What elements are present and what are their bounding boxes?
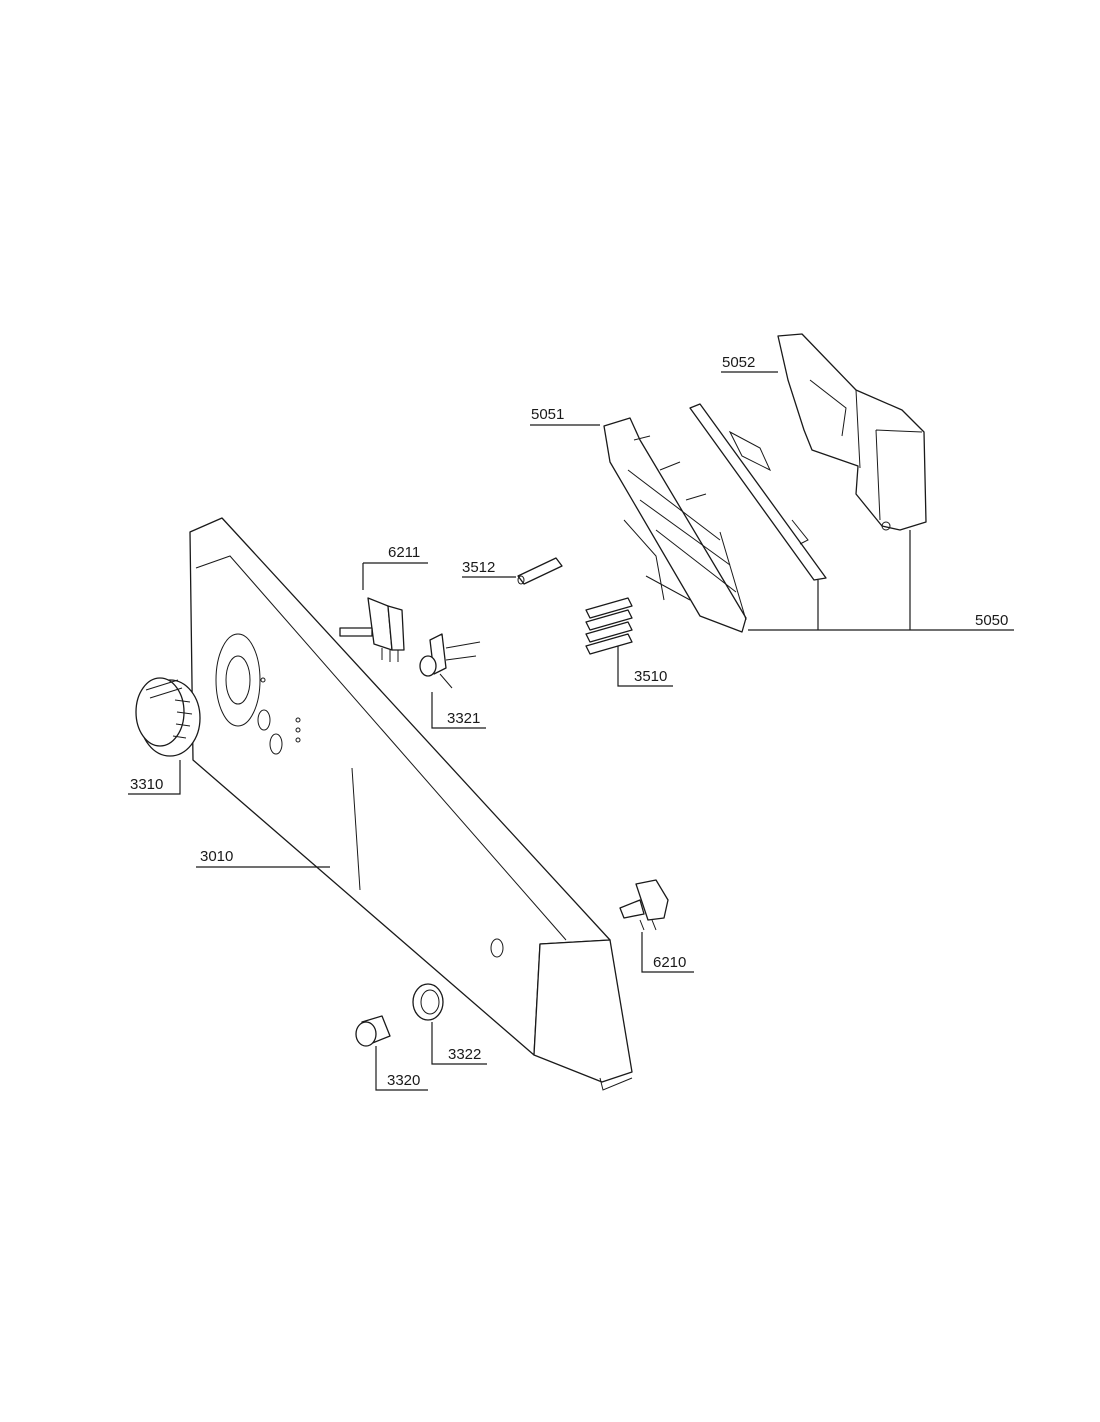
switch-6210: [619, 879, 669, 931]
light-pipe-3512: [517, 557, 563, 585]
callout-3320: 3320: [387, 1072, 420, 1089]
pcb-board: [689, 403, 827, 581]
light-pipes-3510: [585, 597, 633, 655]
push-button-3320: [355, 1015, 391, 1047]
callout-3512: 3512: [462, 559, 495, 576]
button-holder-3321: [419, 633, 481, 689]
button-ring-3322: [412, 983, 444, 1021]
callout-3510: 3510: [634, 668, 667, 685]
callout-3322: 3322: [448, 1046, 481, 1063]
callout-5050: 5050: [975, 612, 1008, 629]
pcb-cover-5052: [777, 333, 927, 531]
leader-lines: [128, 371, 1014, 1091]
callout-6211: 6211: [388, 544, 420, 561]
callout-5052: 5052: [722, 354, 755, 371]
switch-6211: [339, 597, 405, 662]
callout-6210: 6210: [653, 954, 686, 971]
callout-5051: 5051: [531, 406, 564, 423]
callout-3321: 3321: [447, 710, 480, 727]
program-knob: [135, 677, 201, 757]
callout-3010: 3010: [200, 848, 233, 865]
control-panel-fascia: [189, 517, 633, 1091]
pcb-housing-5051: [603, 417, 747, 633]
callout-3310: 3310: [130, 776, 163, 793]
